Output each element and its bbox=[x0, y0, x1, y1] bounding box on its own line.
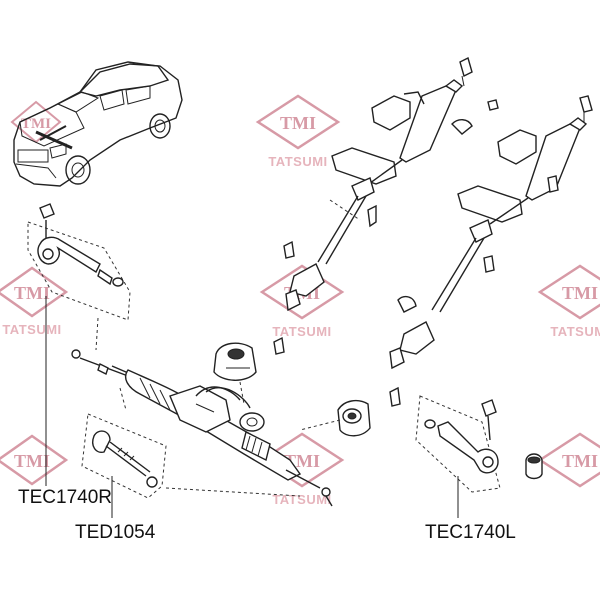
svg-text:TMI: TMI bbox=[562, 451, 598, 471]
leader-lines bbox=[45, 296, 459, 518]
rack-bushing bbox=[213, 342, 257, 405]
svg-text:TMI: TMI bbox=[14, 451, 50, 471]
rack-bushing bbox=[299, 399, 371, 437]
svg-text:TMI: TMI bbox=[21, 116, 51, 132]
inner-tie-rod bbox=[81, 413, 301, 499]
watermark-tile: TMI TATSUMI bbox=[255, 94, 341, 169]
watermark-tile: TMI TATSUMI bbox=[0, 266, 69, 337]
svg-text:TATSUMI: TATSUMI bbox=[272, 492, 331, 507]
svg-text:TATSUMI: TATSUMI bbox=[2, 322, 61, 337]
car-illustration bbox=[13, 61, 183, 187]
steering-column-right bbox=[389, 95, 593, 407]
tie-rod-end-left bbox=[415, 395, 543, 493]
watermark-tile: TMI TATSUMI bbox=[537, 264, 600, 339]
svg-text:TATSUMI: TATSUMI bbox=[272, 324, 331, 339]
svg-text:TMI: TMI bbox=[280, 113, 316, 133]
tie-rod-end-right bbox=[27, 203, 131, 351]
watermark-tile: TMI bbox=[10, 100, 62, 144]
steering-column-middle bbox=[273, 56, 499, 355]
svg-text:TMI: TMI bbox=[562, 283, 598, 303]
label-tec1740r: TEC1740R bbox=[18, 487, 112, 508]
svg-text:TATSUMI: TATSUMI bbox=[550, 324, 600, 339]
label-ted1054: TED1054 bbox=[75, 522, 156, 543]
watermark-tile: TMI bbox=[0, 434, 69, 486]
label-tec1740l: TEC1740L bbox=[425, 522, 516, 543]
steering-rack bbox=[71, 349, 333, 507]
svg-text:TATSUMI: TATSUMI bbox=[268, 154, 327, 169]
svg-text:TMI: TMI bbox=[14, 283, 50, 303]
watermark-tile: TMI bbox=[537, 432, 600, 488]
